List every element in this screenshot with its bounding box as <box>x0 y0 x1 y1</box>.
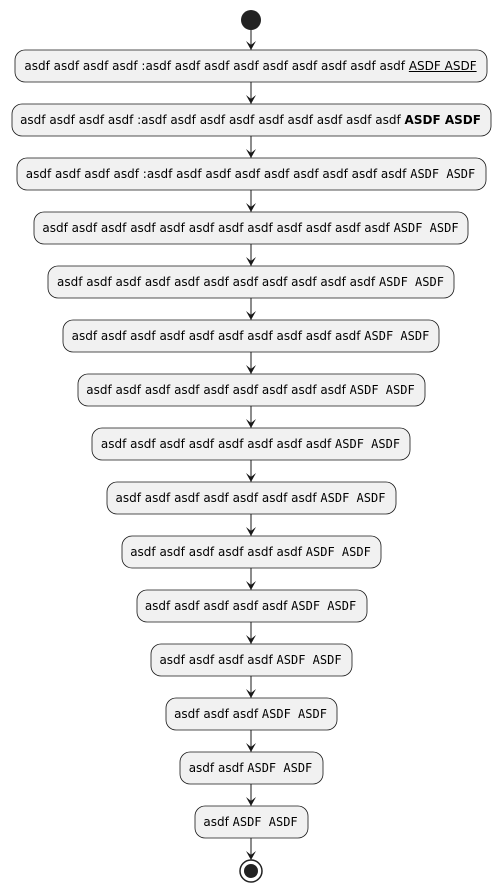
activity-box <box>91 427 411 461</box>
activity-box <box>16 157 487 191</box>
activity-box <box>179 751 324 785</box>
activity-box <box>165 697 338 731</box>
activity-box <box>62 319 440 353</box>
activity-box <box>14 49 488 83</box>
activity-box <box>136 589 368 623</box>
end-circle-icon <box>239 859 263 883</box>
activity-box <box>77 373 426 407</box>
activity-box <box>47 265 455 299</box>
activity-box <box>194 805 309 839</box>
start-circle-icon <box>241 10 261 30</box>
activity-box <box>121 535 382 569</box>
activity-box <box>11 103 492 137</box>
activity-boxes <box>11 49 492 839</box>
activity-box <box>106 481 397 515</box>
activity-box <box>33 211 469 245</box>
activity-box <box>150 643 353 677</box>
